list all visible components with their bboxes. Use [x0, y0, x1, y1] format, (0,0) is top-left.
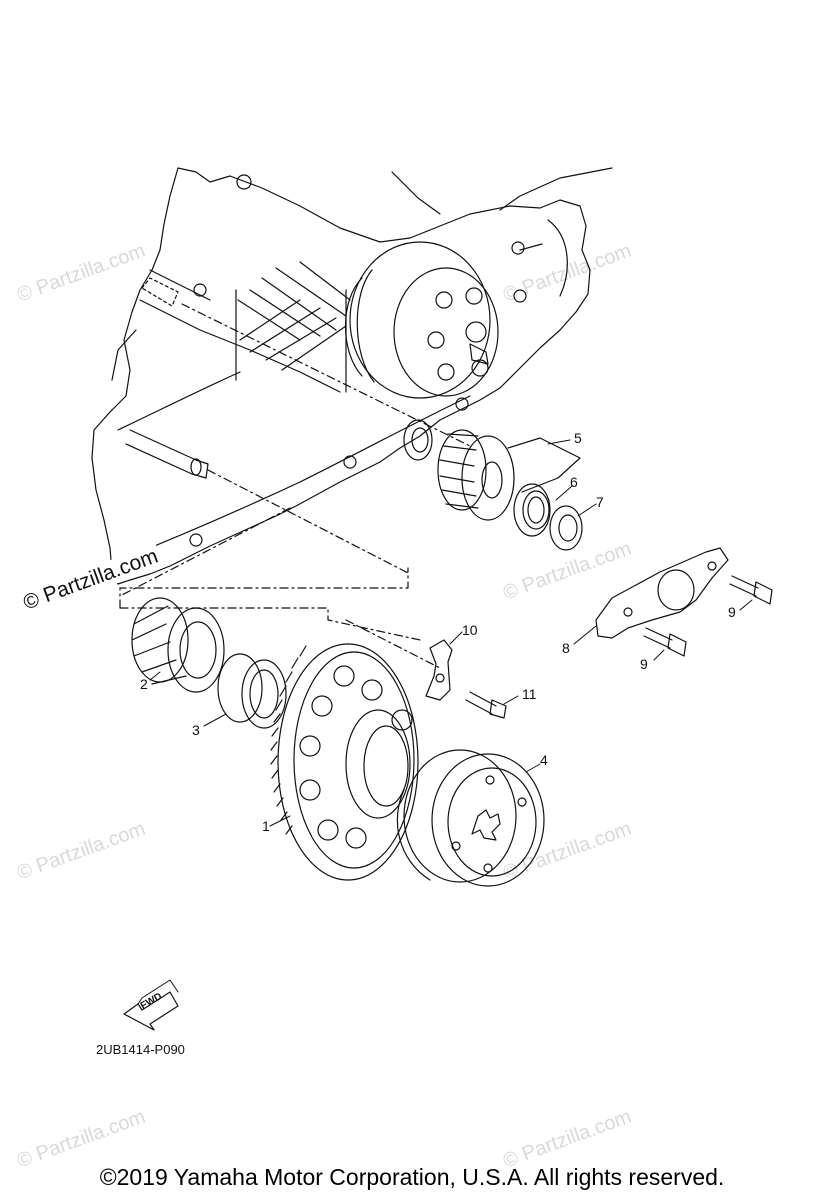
part-8-bracket [595, 547, 729, 639]
part-6-bearing [513, 483, 551, 537]
callout-leaders [149, 439, 753, 827]
callout-7: 7 [596, 494, 604, 510]
part-9-bolt-upper [729, 575, 773, 605]
part-3-collar [217, 653, 287, 729]
assembly-line-2 [119, 507, 441, 669]
copyright-notice: ©2019 Yamaha Motor Corporation, U.S.A. A… [99, 1164, 725, 1190]
callout-3: 3 [192, 722, 200, 738]
callout-10: 10 [462, 622, 478, 638]
callout-1: 1 [262, 818, 270, 834]
callout-4: 4 [540, 752, 548, 768]
callout-8: 8 [562, 640, 570, 656]
part-5-idler-gear [437, 429, 515, 521]
shaft [125, 429, 411, 575]
fwd-arrow-icon [123, 979, 179, 1031]
callout-5: 5 [574, 430, 582, 446]
part-2-needle-bearing [131, 597, 225, 693]
callout-2: 2 [140, 676, 148, 692]
crankcase-housing [91, 167, 613, 585]
part-9-bolt-lower [643, 627, 687, 657]
drum-on-case [345, 241, 499, 399]
part-11-bolt [465, 691, 507, 719]
part-7-washer [549, 505, 583, 551]
part-4-clutch [396, 749, 545, 887]
callout-9-lower: 9 [640, 656, 648, 672]
callout-11: 11 [522, 686, 537, 702]
assembly-line [119, 567, 421, 641]
callout-6: 6 [570, 474, 578, 490]
part-1-starter-gear [270, 643, 419, 881]
diagram-code: 2UB1414-P090 [96, 1042, 185, 1057]
callout-9-upper: 9 [728, 604, 736, 620]
part-10-plate [425, 639, 453, 701]
seal-upper [403, 419, 433, 461]
leader-5 [507, 437, 581, 493]
